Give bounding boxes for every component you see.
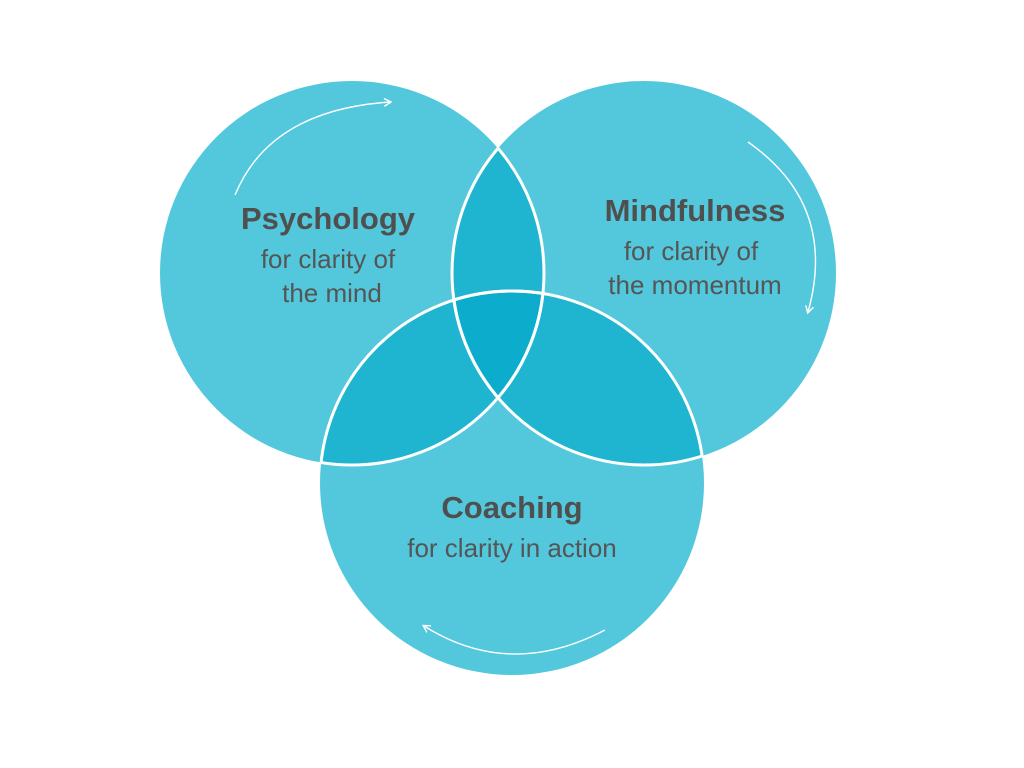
mindfulness-title: Mindfulness <box>604 193 786 228</box>
psychology-subtitle-line1: for clarity of <box>260 244 396 275</box>
overlap-psychology-coaching <box>320 291 544 465</box>
psychology-title: Psychology <box>241 201 415 236</box>
arrow-top-left-icon <box>234 102 390 196</box>
outline-coaching-inner-right <box>452 289 706 465</box>
arrow-right-icon <box>747 141 817 312</box>
mindfulness-label: Mindfulness for clarity of the momentum <box>580 191 810 303</box>
mindfulness-subtitle-line1: for clarity of <box>623 236 759 267</box>
arrow-bottom-icon <box>424 626 606 655</box>
overlap-mindfulness-coaching <box>452 291 704 465</box>
coaching-subtitle-line1: for clarity in action <box>407 533 617 564</box>
outline-psychology-inner-bottom <box>320 291 546 467</box>
psychology-label: Psychology for clarity of the mind <box>218 199 438 311</box>
outline-mindfulness-inner <box>450 81 544 465</box>
outline-mindfulness-inner-bottom <box>450 291 704 467</box>
coaching-label: Coaching for clarity in action <box>372 488 652 566</box>
outline-psychology-inner <box>452 81 546 465</box>
mindfulness-subtitle-line2: the momentum <box>608 270 782 301</box>
psychology-subtitle-line2: the mind <box>282 278 382 309</box>
coaching-title: Coaching <box>441 490 583 525</box>
